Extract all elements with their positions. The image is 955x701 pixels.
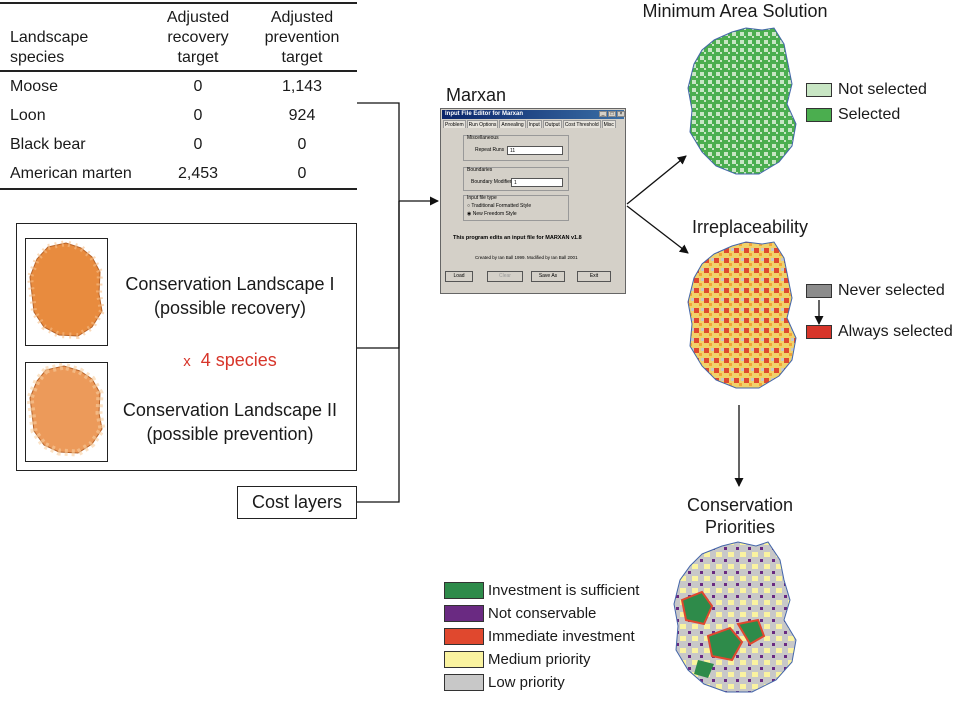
legend-medium-priority-swatch: [444, 651, 484, 668]
landscape-1-label: Conservation Landscape I (possible recov…: [125, 274, 335, 318]
marxan-label: Marxan: [446, 85, 507, 105]
option-traditional-radio[interactable]: ○ Traditional Formatted Style: [467, 203, 532, 209]
connector-table: [357, 102, 400, 201]
boundary-modifier-input[interactable]: 1: [511, 178, 563, 187]
legend-medium-priority-label: Medium priority: [488, 651, 591, 668]
tab-annealing[interactable]: Annealing: [499, 120, 526, 128]
minimize-icon[interactable]: _: [599, 111, 607, 117]
legend-never-selected-label: Never selected: [838, 282, 945, 299]
table-bottom-rule: [0, 188, 357, 190]
tab-run-options[interactable]: Run Options: [466, 120, 499, 128]
min-area-map: [687, 27, 797, 175]
legend-always-selected-label: Always selected: [838, 323, 953, 340]
legend-not-conservable-label: Not conservable: [488, 605, 597, 622]
landscape-1-thumbnail: [25, 238, 108, 346]
close-icon[interactable]: ×: [617, 111, 625, 117]
input-type-group-label: Input file type: [467, 195, 497, 201]
tab-input[interactable]: Input: [526, 120, 542, 128]
boundaries-group-label: Boundaries: [467, 167, 493, 173]
maximize-icon[interactable]: □: [608, 111, 616, 117]
table-row-species: Moose: [10, 78, 59, 95]
legend-selected-label: Selected: [838, 106, 901, 123]
tab-problem[interactable]: Problem: [443, 120, 466, 128]
legend-never-selected-swatch: [806, 284, 832, 298]
exit-button[interactable]: Exit: [577, 271, 611, 282]
table-row-prevention: 924: [288, 107, 316, 124]
table-row-recovery: 0: [193, 107, 203, 124]
header-prevention: Adjusted prevention target: [264, 9, 340, 66]
boundary-modifier-label: Boundary Modifier: [471, 179, 512, 185]
tab-cost-threshold[interactable]: Cost Threshold: [562, 120, 601, 128]
irreplaceability-map: [687, 241, 797, 389]
legend-not-selected-label: Not selected: [838, 81, 927, 98]
connector-landscapes: [357, 201, 400, 349]
table-row-prevention: 0: [297, 165, 307, 182]
legend-low-priority-swatch: [444, 674, 484, 691]
tab-output[interactable]: Output: [542, 120, 562, 128]
header-species: Landscape species: [10, 29, 89, 66]
species-multiplier: x 4 species: [183, 350, 277, 370]
input-type-group: [463, 195, 569, 221]
repeat-runs-label: Repeat Runs: [475, 147, 505, 153]
legend-not-selected-swatch: [806, 83, 832, 97]
connector-cost: [357, 201, 400, 503]
table-row-species: Black bear: [10, 136, 86, 153]
save-as-button[interactable]: Save As: [531, 271, 565, 282]
marxan-window-title: Input File Editor for Marxan: [442, 110, 624, 119]
legend-immediate-investment-swatch: [444, 628, 484, 645]
landscape-2-label: Conservation Landscape II (possible prev…: [122, 400, 338, 444]
table-row-species: American marten: [10, 165, 132, 182]
table-row-recovery: 0: [193, 78, 203, 95]
table-header-rule: [0, 70, 357, 72]
marxan-window: Input File Editor for Marxan _ □ × Probl…: [440, 108, 626, 294]
table-row-recovery: 2,453: [177, 165, 219, 182]
clear-button[interactable]: Clear: [487, 271, 523, 282]
priorities-title: Conservation Priorities: [686, 495, 794, 537]
tab-misc[interactable]: Misc: [601, 120, 616, 128]
load-button[interactable]: Load: [445, 271, 473, 282]
landscape-2-map: [26, 362, 106, 457]
table-row-species: Loon: [10, 107, 46, 124]
misc-group: [463, 135, 569, 161]
legend-not-conservable-swatch: [444, 605, 484, 622]
legend-always-selected-swatch: [806, 325, 832, 339]
arrow-to-min-area: [626, 155, 687, 205]
table-top-rule: [0, 2, 357, 4]
marxan-banner: This program edits an input file for MAR…: [453, 235, 582, 241]
legend-low-priority-label: Low priority: [488, 674, 565, 691]
option-freedom-radio[interactable]: ◉ New Freedom Style: [467, 211, 517, 217]
landscape-1-map: [26, 239, 106, 340]
landscape-2-thumbnail: [25, 362, 108, 462]
legend-immediate-investment-label: Immediate investment: [488, 628, 635, 645]
arrow-to-irreplaceability: [626, 205, 689, 254]
boundaries-group: [463, 167, 569, 191]
header-recovery: Adjusted recovery target: [166, 9, 230, 66]
irreplaceability-title: Irreplaceability: [691, 217, 809, 237]
cost-layers-label: Cost layers: [251, 492, 343, 512]
misc-group-label: Miscellaneous: [467, 135, 499, 141]
legend-investment-sufficient-label: Investment is sufficient: [488, 582, 640, 599]
table-row-prevention: 0: [297, 136, 307, 153]
priorities-map: [673, 541, 797, 693]
table-row-prevention: 1,143: [281, 78, 323, 95]
legend-investment-sufficient-swatch: [444, 582, 484, 599]
cost-layers-box: Cost layers: [237, 486, 357, 519]
legend-selected-swatch: [806, 108, 832, 122]
min-area-title: Minimum Area Solution: [642, 1, 828, 21]
landscapes-panel: [16, 223, 357, 471]
repeat-runs-input[interactable]: 11: [507, 146, 563, 155]
marxan-credits: Created by Ian Ball 1999. Modified by Ia…: [475, 255, 578, 260]
table-row-recovery: 0: [193, 136, 203, 153]
